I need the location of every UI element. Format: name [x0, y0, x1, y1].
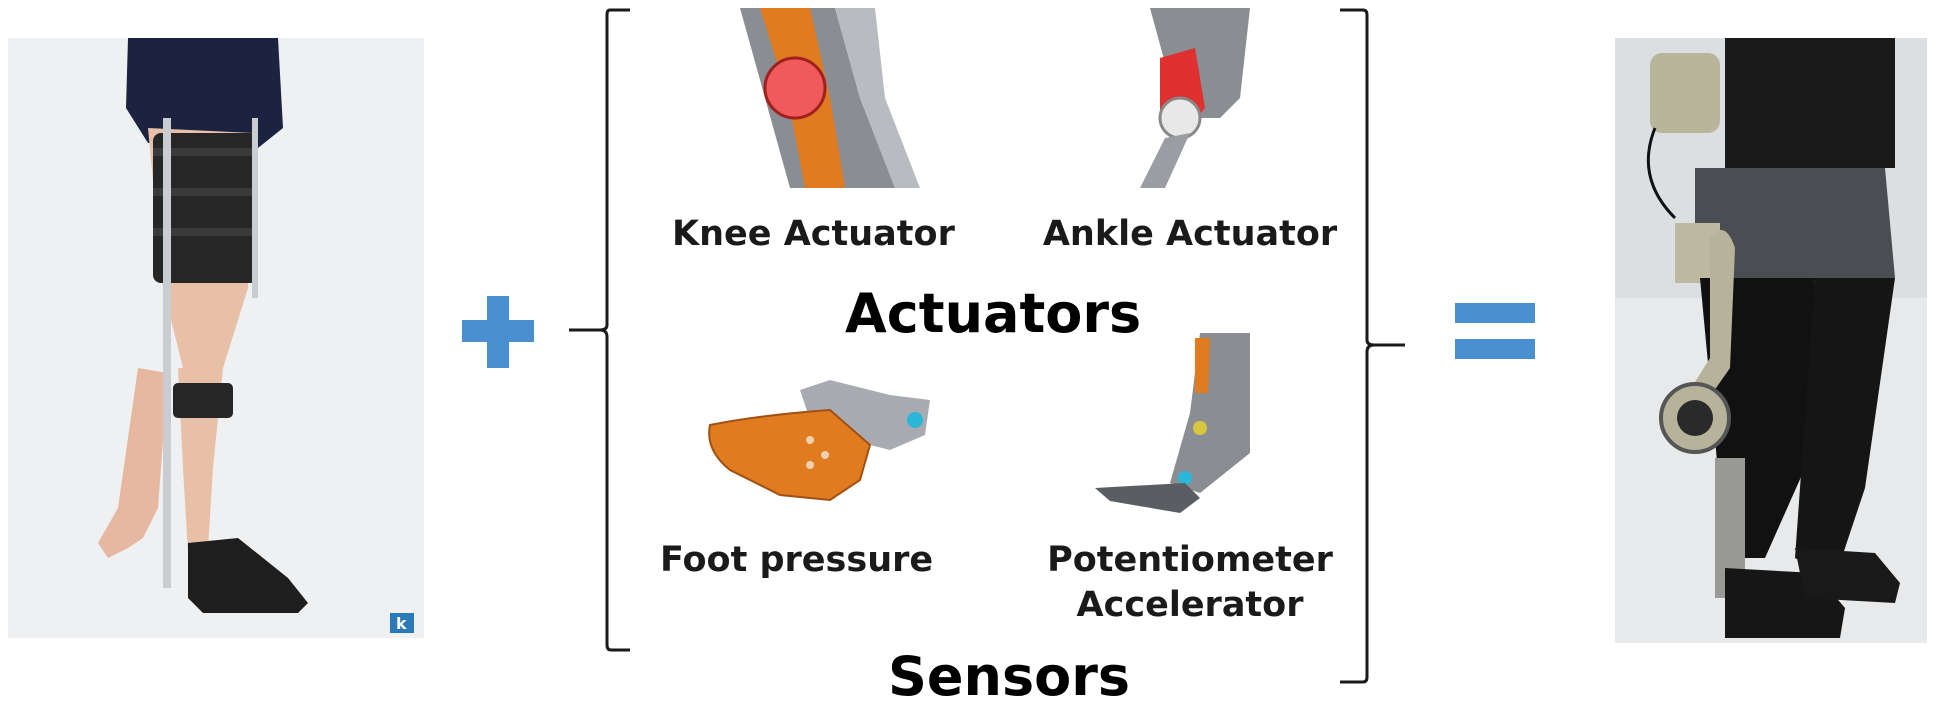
potentiometer-illustration: [1090, 333, 1250, 528]
exoskeleton-illustration: [1615, 38, 1927, 643]
accelerator-label: Accelerator: [1020, 585, 1360, 625]
equals-icon: [1455, 303, 1535, 359]
right-brace: [1335, 5, 1405, 685]
ankle-actuator-label: Ankle Actuator: [1030, 214, 1350, 254]
potentiometer-label: Potentiometer: [1020, 540, 1360, 580]
logo-k: k: [396, 614, 407, 633]
sensors-heading: Sensors: [888, 645, 1130, 708]
knee-actuator-label: Knee Actuator: [672, 214, 972, 254]
knee-actuator-illustration: [670, 8, 935, 188]
plus-icon: [462, 296, 534, 368]
orthosis-illustration: k: [8, 38, 424, 638]
left-brace: [565, 5, 635, 655]
actuators-heading: Actuators: [845, 282, 1141, 345]
foot-pressure-label: Foot pressure: [660, 540, 960, 580]
orthosis-photo: k: [8, 38, 424, 638]
exoskeleton-photo: [1615, 38, 1927, 643]
foot-pressure-illustration: [700, 380, 950, 510]
ankle-actuator-illustration: [1080, 8, 1280, 188]
